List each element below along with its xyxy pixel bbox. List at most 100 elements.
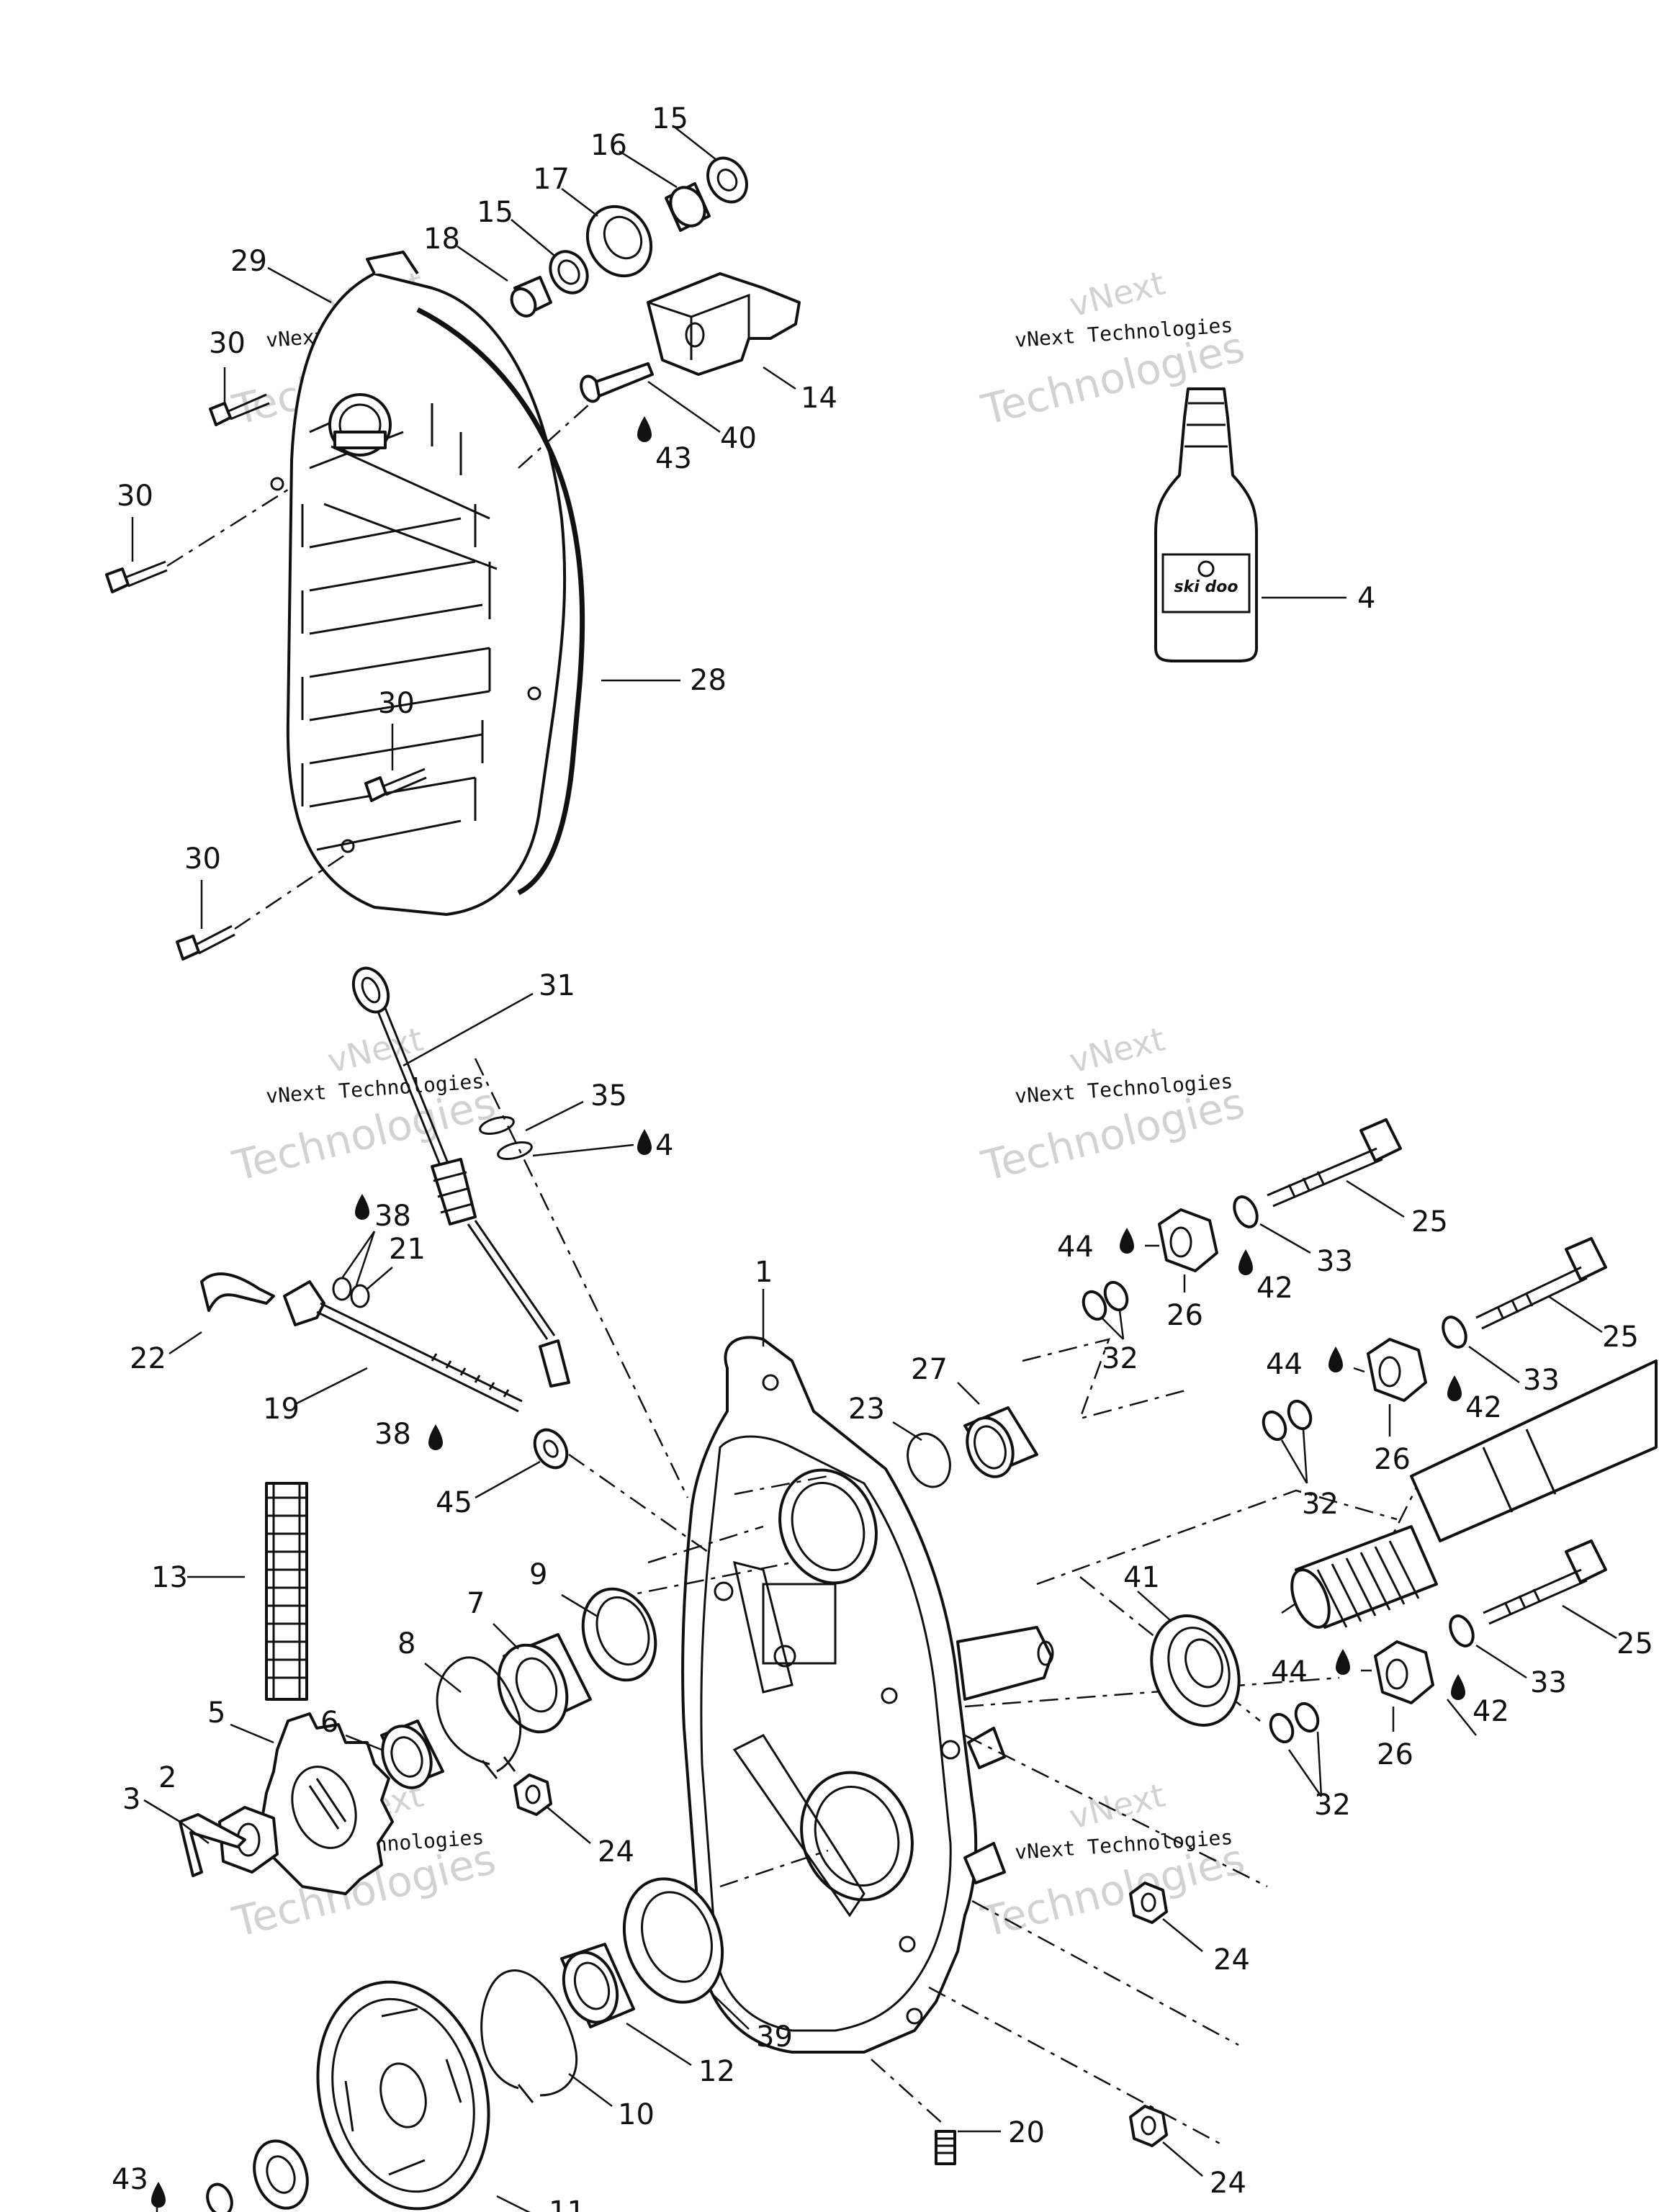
callout-43: 43	[655, 442, 692, 475]
circlip-8[interactable]	[436, 1656, 522, 1779]
chaincase-housing[interactable]	[681, 1336, 1054, 2054]
callout-32: 32	[1102, 1342, 1138, 1375]
callout-27: 27	[911, 1353, 948, 1386]
watermark-text: vNext	[1066, 264, 1169, 325]
washer-32-c1[interactable]	[1267, 1711, 1297, 1745]
large-sprocket-11[interactable]	[294, 1963, 513, 2212]
callout-16: 16	[590, 129, 627, 162]
nut-24-c[interactable]	[1129, 2105, 1168, 2147]
cover-bolt-30-d[interactable]	[176, 925, 235, 961]
washer-33-a[interactable]	[1230, 1193, 1262, 1231]
drain-plug-20[interactable]	[935, 2130, 956, 2165]
nut-26-b[interactable]	[1367, 1338, 1427, 1402]
cover-gasket[interactable]	[416, 307, 585, 896]
callout-18: 18	[423, 222, 460, 256]
callout-32: 32	[1302, 1488, 1339, 1521]
watermark-low-right: vNext vNext Technologies Technologies	[976, 1776, 1249, 1947]
nut-26-a[interactable]	[1158, 1208, 1218, 1272]
callout-33: 33	[1523, 1364, 1560, 1397]
washer-45[interactable]	[529, 1424, 574, 1473]
nut-2[interactable]	[218, 1806, 279, 1874]
callout-29: 29	[230, 245, 267, 278]
callout-26: 26	[1374, 1443, 1411, 1476]
washer-32-b1[interactable]	[1259, 1408, 1290, 1443]
callout-13: 13	[151, 1561, 188, 1594]
top-bearing-stack[interactable]	[507, 151, 755, 320]
leader-lines	[131, 125, 1617, 2212]
callout-28: 28	[690, 664, 727, 697]
callout-25: 25	[1602, 1321, 1639, 1354]
bearing-39[interactable]	[608, 1865, 739, 2016]
o-ring-21-a[interactable]	[332, 1277, 352, 1301]
washer-32-c2[interactable]	[1292, 1700, 1322, 1735]
washer-32-b2[interactable]	[1285, 1398, 1315, 1432]
long-bolt-19[interactable]	[283, 1280, 523, 1413]
chaincase-cover[interactable]	[270, 251, 567, 916]
callout-5: 5	[207, 1696, 225, 1730]
bolt-25-b[interactable]	[1475, 1237, 1607, 1330]
washer-32-a1[interactable]	[1079, 1288, 1110, 1323]
bearing-12[interactable]	[554, 1943, 635, 2030]
callout-1: 1	[755, 1256, 773, 1289]
dipstick[interactable]	[347, 963, 570, 1388]
callout-44: 44	[1266, 1348, 1303, 1381]
callout-42: 42	[1465, 1391, 1502, 1424]
bushing-27[interactable]	[959, 1406, 1038, 1483]
callout-40: 40	[720, 422, 757, 455]
callout-31: 31	[539, 969, 575, 1002]
callout-38: 38	[374, 1200, 411, 1233]
bushing-6[interactable]	[374, 1719, 444, 1795]
shaft-seal-41[interactable]	[1137, 1604, 1254, 1737]
o-ring-21-b[interactable]	[350, 1284, 370, 1308]
washer-33-c[interactable]	[1446, 1612, 1478, 1650]
nut-24-a[interactable]	[513, 1773, 552, 1816]
cover-bolt-30-c[interactable]	[364, 768, 427, 802]
bolt-25-a[interactable]	[1267, 1118, 1402, 1208]
drive-chain[interactable]	[265, 1482, 308, 1701]
nut-26-c[interactable]	[1374, 1640, 1434, 1704]
ring-23[interactable]	[901, 1428, 958, 1493]
callout-19: 19	[263, 1393, 300, 1426]
washer-33-b[interactable]	[1439, 1313, 1470, 1351]
drive-shaft[interactable]	[1285, 1359, 1658, 1632]
bottle-label: ski doo	[1174, 578, 1238, 596]
tensioner-sprocket-icon	[328, 393, 392, 457]
callout-30: 30	[209, 327, 246, 360]
o-ring-35-b[interactable]	[496, 1139, 534, 1162]
callout-41: 41	[1123, 1561, 1160, 1594]
callout-4: 4	[1357, 582, 1375, 615]
callout-4: 4	[655, 1129, 673, 1162]
cotter-pin-3[interactable]	[179, 1813, 246, 1877]
callout-17: 17	[533, 163, 570, 196]
cover-bolt-30-b[interactable]	[105, 560, 168, 593]
oil-drop-icons	[151, 416, 1465, 2208]
callout-24: 24	[1213, 1943, 1250, 1977]
tensioner-bolt[interactable]	[578, 362, 654, 404]
bearing-7[interactable]	[487, 1633, 592, 1742]
callout-26: 26	[1377, 1738, 1413, 1771]
sprocket-5[interactable]	[261, 1712, 394, 1895]
callout-32: 32	[1314, 1789, 1351, 1822]
oil-bottle[interactable]: ski doo	[1154, 387, 1258, 662]
callout-25: 25	[1617, 1627, 1653, 1660]
bearing-9[interactable]	[571, 1579, 668, 1691]
callout-38: 38	[374, 1418, 411, 1451]
callout-24: 24	[1210, 2167, 1246, 2200]
callout-12: 12	[698, 2055, 735, 2088]
callout-15: 15	[477, 196, 513, 229]
callout-23: 23	[848, 1393, 885, 1426]
washer-32-a2[interactable]	[1101, 1279, 1131, 1313]
bolt-25-c[interactable]	[1483, 1539, 1607, 1625]
cover-bolt-30-a[interactable]	[209, 393, 270, 426]
washer-bottom[interactable]	[203, 2181, 235, 2212]
nut-24-b[interactable]	[1129, 1881, 1168, 1924]
callout-11: 11	[549, 2195, 585, 2212]
circlip-10[interactable]	[480, 1969, 578, 2103]
tensioner-block[interactable]	[647, 272, 801, 376]
spacer-bottom[interactable]	[246, 2134, 317, 2212]
callout-33: 33	[1530, 1666, 1567, 1699]
o-ring-35-a[interactable]	[478, 1114, 516, 1137]
cotter-clip-22[interactable]	[200, 1272, 275, 1312]
callout-10: 10	[618, 2098, 655, 2131]
